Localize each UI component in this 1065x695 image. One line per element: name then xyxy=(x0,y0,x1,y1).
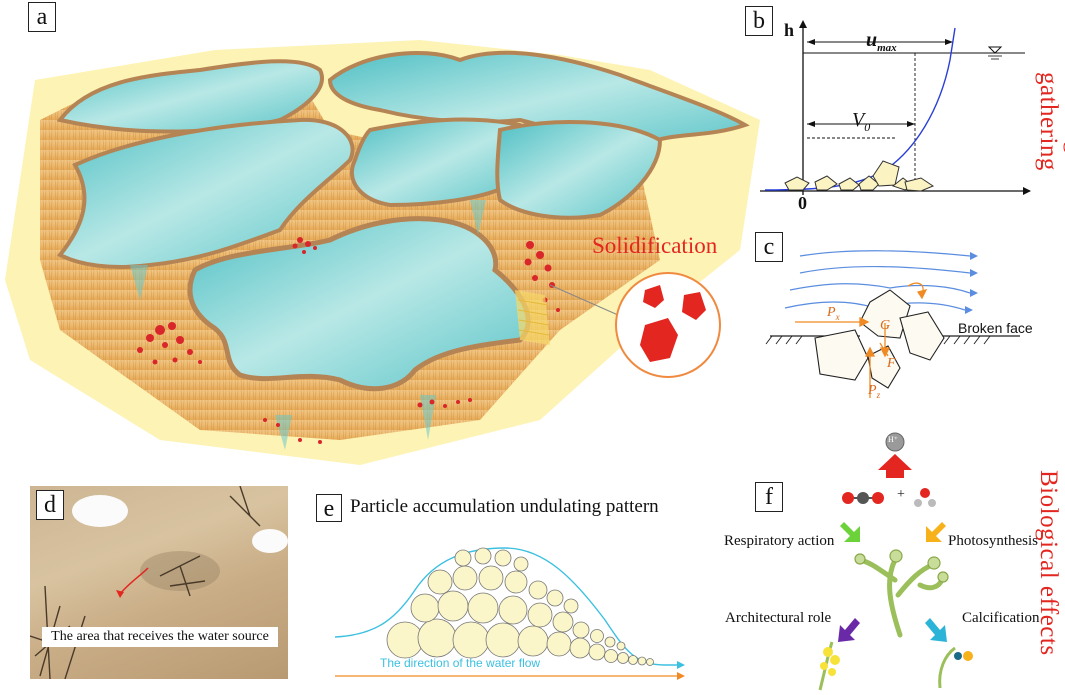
moving-gathering-label: Moving and gathering xyxy=(1035,72,1065,199)
flow-direction-label: The direction of the water flow xyxy=(380,656,541,670)
panel-a xyxy=(0,0,770,470)
origin-label: 0 xyxy=(798,193,807,213)
h-ion-label: H⁺ xyxy=(888,435,898,444)
umax-subscript: max xyxy=(877,42,897,54)
photo-caption: The area that receives the water source xyxy=(42,627,278,647)
f-label: F xyxy=(887,356,896,371)
umax-label: umax xyxy=(866,29,897,54)
g-label: G xyxy=(880,318,891,333)
velocity-profile-diagram xyxy=(760,20,1031,195)
plus-sign: + xyxy=(897,487,905,502)
calcification-label: Calcification xyxy=(962,610,1040,626)
pz-subscript: z xyxy=(876,389,881,400)
particle-accumulation-diagram xyxy=(335,547,685,680)
panel-label-e: e xyxy=(316,494,342,522)
v0-label: V0 xyxy=(852,109,870,135)
terrace-pool xyxy=(495,120,663,220)
terrace-pool xyxy=(349,117,533,208)
photosynthesis-label: Photosynthesis xyxy=(948,533,1039,549)
terrace-pool xyxy=(187,216,531,392)
panel-e-title: Particle accumulation undulating pattern xyxy=(350,496,659,517)
px-label: Px xyxy=(827,305,840,322)
terrace-pool xyxy=(56,117,355,269)
h-axis-label: h xyxy=(784,20,795,40)
v0-subscript: 0 xyxy=(864,120,871,134)
respiratory-action-label: Respiratory action xyxy=(724,533,835,549)
px-subscript: x xyxy=(835,311,840,322)
biological-effects-diagram xyxy=(818,432,973,691)
architectural-role-label: Architectural role xyxy=(725,610,832,626)
umax-symbol: u xyxy=(866,29,878,51)
biological-effects-label: Biological effects xyxy=(1035,470,1062,656)
field-photo: The area that receives the water source xyxy=(30,486,288,679)
terrace-illustration xyxy=(5,40,760,465)
red-aggregate xyxy=(640,285,706,362)
solidification-label: Solidification xyxy=(592,233,718,258)
panel-label-f: f xyxy=(755,482,783,512)
px-symbol: P xyxy=(827,305,836,320)
terrace-pool xyxy=(327,50,750,153)
particle-force-diagram xyxy=(765,250,1020,398)
v0-symbol: V xyxy=(852,109,865,131)
panel-label-c: c xyxy=(755,232,783,262)
panel-label-d: d xyxy=(36,490,64,520)
photo-detail xyxy=(30,486,288,679)
panel-label-a: a xyxy=(28,2,56,32)
pz-symbol: P xyxy=(868,383,877,398)
panel-label-b: b xyxy=(745,6,773,36)
broken-face-label: Broken face xyxy=(958,320,1033,336)
pz-label: Pz xyxy=(868,383,880,400)
